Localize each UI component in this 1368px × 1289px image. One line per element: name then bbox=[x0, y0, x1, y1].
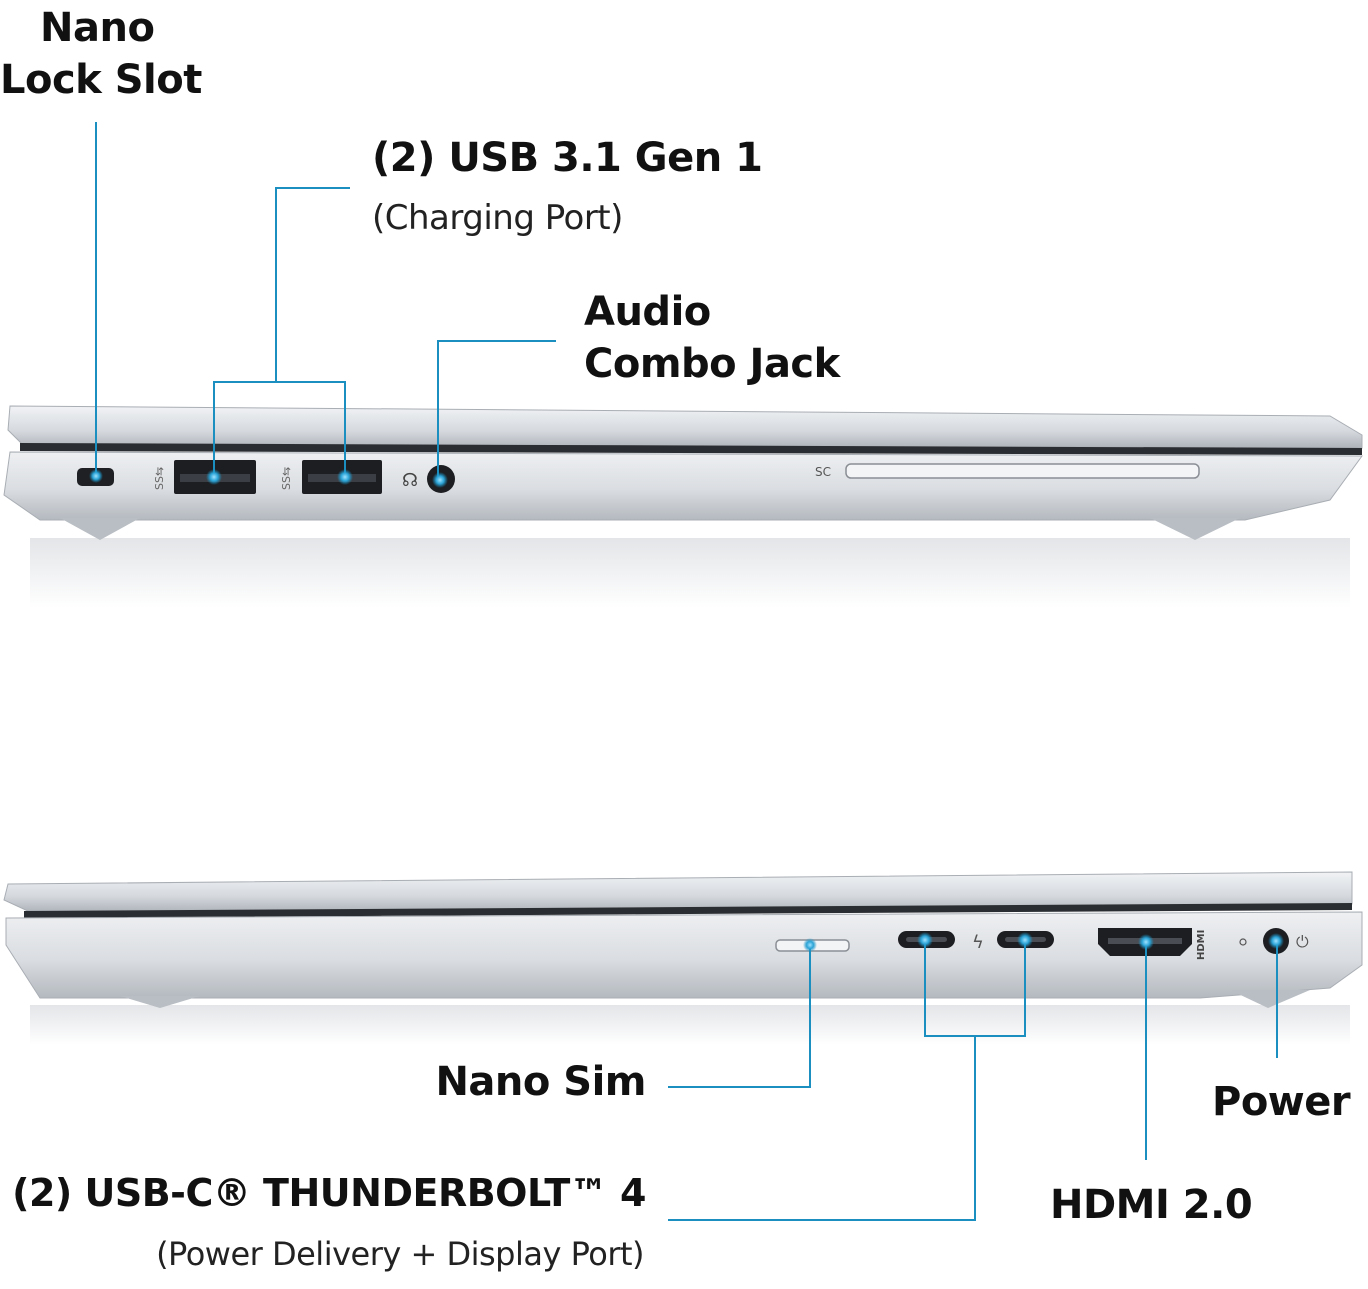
dot-audio bbox=[432, 472, 448, 488]
label-thunderbolt-title: (2) USB-C® THUNDERBOLT™ 4 bbox=[12, 1171, 646, 1215]
floor-shadow-bottom bbox=[30, 1005, 1350, 1045]
laptop-foot-right-bottom bbox=[1230, 990, 1310, 1008]
thunderbolt-icon: ϟ bbox=[972, 932, 984, 953]
laptop-left-side: SS⇆ SS⇆ ☊ SC bbox=[3, 405, 1363, 608]
label-audio-line1: Audio bbox=[584, 289, 711, 335]
smart-card-marking: SC bbox=[815, 465, 831, 479]
dot-usb-c-1 bbox=[917, 932, 933, 948]
laptop-foot-left-top bbox=[60, 518, 140, 540]
laptop-foot-left-bottom bbox=[120, 996, 200, 1008]
laptop-right-side: ϟ HDMI ⏻ bbox=[3, 871, 1363, 1045]
power-plug-icon: ⏻ bbox=[1296, 932, 1309, 951]
dot-usb-2 bbox=[337, 469, 353, 485]
label-usb-sub: (Charging Port) bbox=[372, 198, 623, 238]
label-nano-sim: Nano Sim bbox=[435, 1059, 646, 1105]
label-nano-lock-line1: Nano bbox=[40, 5, 155, 51]
laptop-seam-top bbox=[20, 443, 1362, 455]
laptop-seam-bottom bbox=[24, 903, 1352, 918]
label-power: Power bbox=[1212, 1079, 1351, 1125]
dot-usb-c-2 bbox=[1017, 932, 1033, 948]
callout-line-thunderbolt bbox=[668, 940, 1026, 1221]
callout-line-audio bbox=[437, 340, 556, 479]
usb-ss-icon-1: SS⇆ bbox=[153, 467, 166, 490]
floor-shadow-top bbox=[30, 538, 1350, 608]
dot-nano-sim bbox=[803, 938, 817, 952]
callout-dots-bottom bbox=[803, 932, 1284, 952]
usb-ss-icon-2: SS⇆ bbox=[280, 467, 293, 490]
smart-card-slot bbox=[845, 463, 1200, 479]
callouts-bottom bbox=[668, 940, 1278, 1221]
dot-hdmi bbox=[1138, 934, 1154, 950]
callout-line-usb bbox=[213, 187, 350, 477]
label-thunderbolt-sub: (Power Delivery + Display Port) bbox=[156, 1235, 644, 1273]
callouts-top bbox=[95, 122, 556, 479]
label-hdmi: HDMI 2.0 bbox=[1050, 1182, 1253, 1228]
label-usb-title: (2) USB 3.1 Gen 1 bbox=[372, 135, 763, 181]
dot-usb-1 bbox=[206, 469, 222, 485]
laptop-foot-right-top bbox=[1150, 518, 1240, 540]
dot-power bbox=[1268, 933, 1284, 949]
headset-icon: ☊ bbox=[402, 470, 418, 491]
charge-led bbox=[1239, 938, 1247, 946]
hdmi-marking: HDMI bbox=[1196, 930, 1207, 960]
label-audio-line2: Combo Jack bbox=[584, 341, 840, 387]
callout-dots-top bbox=[89, 469, 448, 488]
label-nano-lock-line2: Lock Slot bbox=[0, 57, 202, 103]
laptop-lid-top bbox=[7, 405, 1363, 449]
callout-line-nano-sim bbox=[668, 945, 811, 1088]
dot-nano-lock bbox=[89, 469, 103, 483]
